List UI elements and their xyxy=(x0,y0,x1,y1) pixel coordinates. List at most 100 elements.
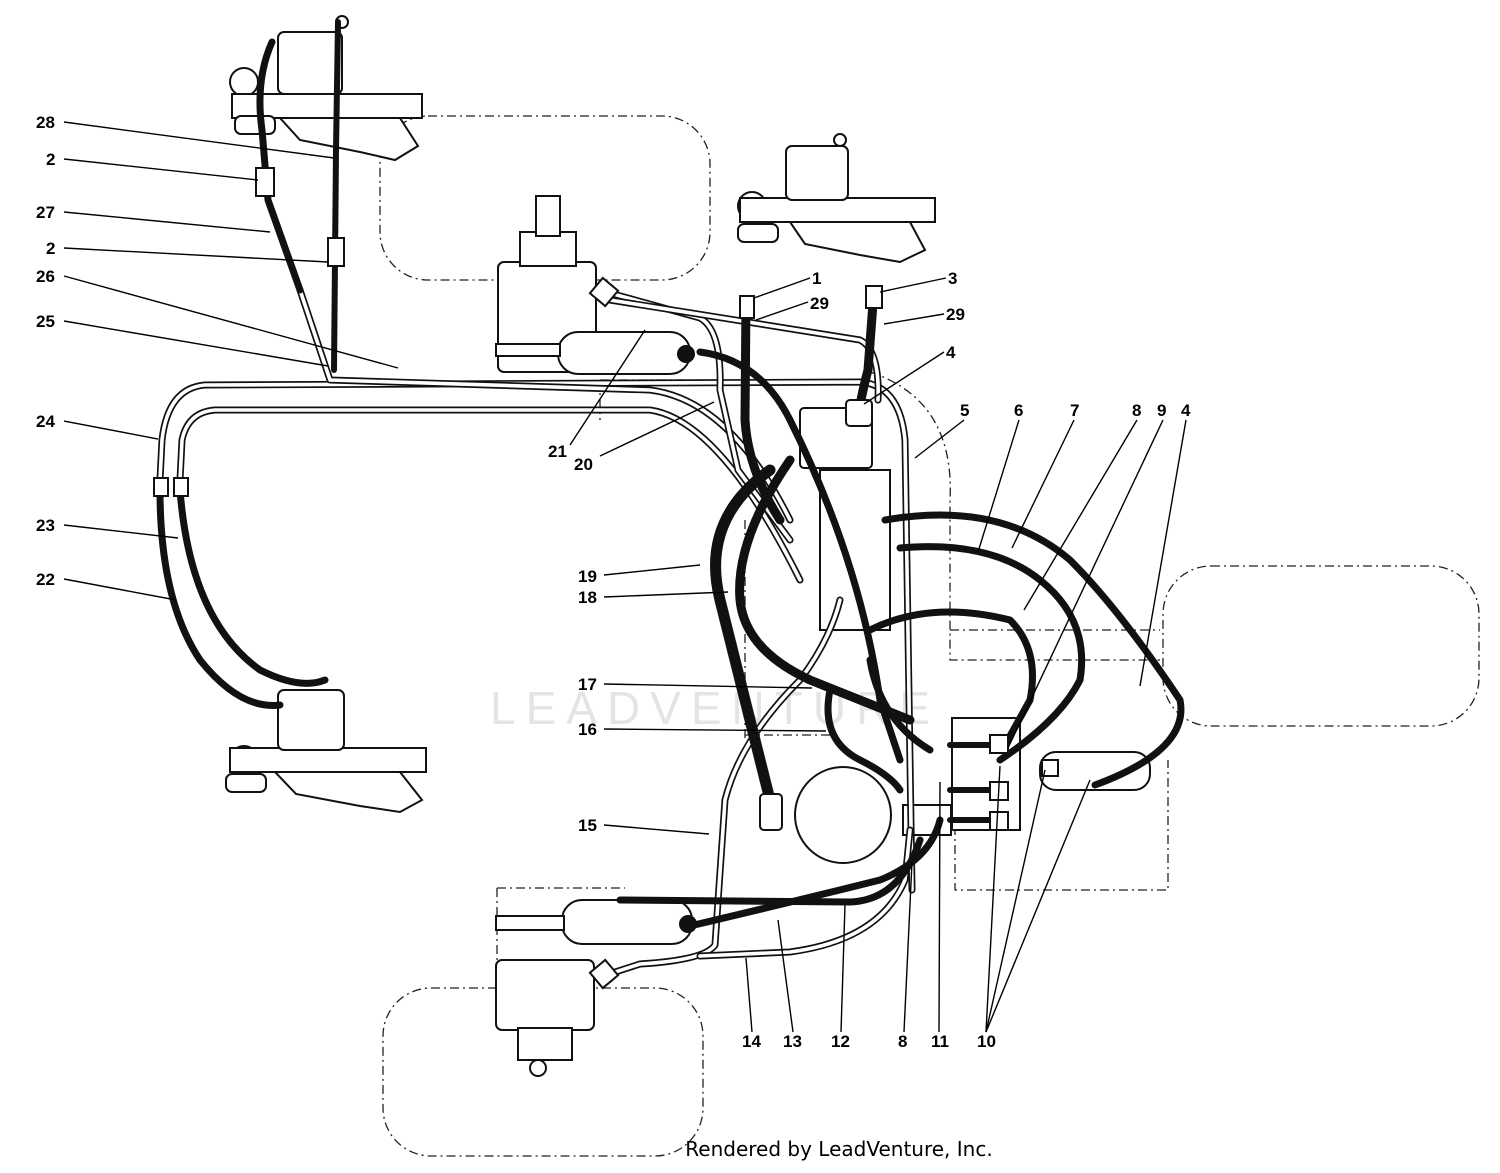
hose-21 xyxy=(696,348,904,764)
callout-12: 12 xyxy=(831,1032,850,1051)
lift-cylinder xyxy=(1039,751,1151,791)
callout-20: 20 xyxy=(574,455,593,474)
leader-lines xyxy=(63,121,1187,1033)
callout-8: 8 xyxy=(898,1032,907,1051)
fitting-24a xyxy=(153,477,169,497)
gear-sprocket xyxy=(229,67,259,97)
coupler-2-lower xyxy=(327,237,345,267)
hose-23 xyxy=(176,486,329,687)
phantom-wheel-right xyxy=(1162,565,1480,727)
hose-22 xyxy=(156,486,284,709)
metal-tubes xyxy=(156,286,916,979)
motor-foot xyxy=(225,773,267,793)
callout-5: 5 xyxy=(960,401,969,420)
callout-4: 4 xyxy=(946,343,956,362)
callout-6: 6 xyxy=(1014,401,1023,420)
motor-body xyxy=(277,689,345,751)
callout-14: 14 xyxy=(742,1032,761,1051)
callout-26: 26 xyxy=(36,267,55,286)
steering-column-base xyxy=(519,231,577,267)
callout-18: 18 xyxy=(578,588,597,607)
hydraulic-cylinder-top xyxy=(557,331,691,375)
callout-13: 13 xyxy=(783,1032,802,1051)
callout-24: 24 xyxy=(36,412,55,431)
hose-end-19 xyxy=(759,793,783,831)
callout-16: 16 xyxy=(578,720,597,739)
hose-7 xyxy=(881,511,1185,789)
fitting-10a xyxy=(989,734,1009,754)
motor-mount-plate xyxy=(739,197,936,223)
callout-3: 3 xyxy=(948,269,957,288)
hose-27 xyxy=(256,38,304,294)
callout-27: 27 xyxy=(36,203,55,222)
steering-shaft xyxy=(535,195,561,237)
cylinder-port xyxy=(677,345,695,363)
cylinder-rod xyxy=(495,343,561,357)
steering-nut xyxy=(529,1059,547,1077)
tube-24 xyxy=(176,406,804,584)
motor-housing xyxy=(277,117,420,162)
callout-29: 29 xyxy=(946,305,965,324)
fitting-1 xyxy=(739,295,755,319)
steering-unit-top xyxy=(495,195,695,375)
callout-2: 2 xyxy=(46,239,55,258)
motor-housing xyxy=(788,221,927,264)
hose-11 xyxy=(947,787,998,823)
phantom-bottom-bracket xyxy=(496,887,625,1000)
hose-18 xyxy=(735,455,915,725)
fitting-10d xyxy=(1041,759,1059,777)
callout-10: 10 xyxy=(977,1032,996,1051)
motor-foot xyxy=(737,223,779,243)
credit-caption: Rendered by LeadVenture, Inc. xyxy=(685,1137,993,1161)
callout-labels: 28 2 27 2 26 25 24 23 22 21 20 19 18 17 … xyxy=(36,113,1191,1051)
callout-2: 2 xyxy=(46,150,55,169)
hose-28 xyxy=(331,19,341,373)
fitting-10c xyxy=(989,811,1009,831)
steering-valve-body xyxy=(495,959,595,1031)
callout-9: 9 xyxy=(1157,401,1166,420)
phantom-frame-right xyxy=(869,371,1160,661)
wheel-motor-bottom-left xyxy=(225,689,427,814)
callout-25: 25 xyxy=(36,312,55,331)
hose-16 xyxy=(824,686,904,794)
callout-11: 11 xyxy=(931,1032,949,1051)
callout-15: 15 xyxy=(578,816,597,835)
hydraulic-cylinder-bottom xyxy=(561,899,693,945)
callout-19: 19 xyxy=(578,567,597,586)
callout-1: 1 xyxy=(812,269,821,288)
motor-housing xyxy=(272,771,424,814)
callout-4: 4 xyxy=(1181,401,1191,420)
hose-13 xyxy=(686,816,944,930)
motor-mount-plate xyxy=(229,747,427,773)
callout-8: 8 xyxy=(1132,401,1141,420)
hose-12 xyxy=(616,836,924,906)
control-valve-stack xyxy=(819,469,891,631)
elbow-fitting-bottom xyxy=(588,958,620,990)
hose-8-upper xyxy=(866,608,1036,749)
callout-28: 28 xyxy=(36,113,55,132)
callout-22: 22 xyxy=(36,570,55,589)
central-hydraulic-unit xyxy=(794,407,1151,864)
callout-7: 7 xyxy=(1070,401,1079,420)
fittings xyxy=(153,167,1059,990)
phantom-wheel-bottom xyxy=(382,987,704,1157)
fitting-cap xyxy=(833,133,847,147)
watermark-text: LEADVENTURE xyxy=(490,682,940,734)
wheel-motor-top-right xyxy=(737,133,936,264)
callout-17: 17 xyxy=(578,675,597,694)
motor-foot xyxy=(234,115,276,135)
hose-5 xyxy=(866,656,934,754)
fitting-24b xyxy=(173,477,189,497)
callout-21: 21 xyxy=(548,442,567,461)
coupler-2-upper xyxy=(255,167,275,197)
hose-19 xyxy=(710,464,776,806)
motor-body xyxy=(785,145,849,201)
steering-column-base xyxy=(517,1027,573,1061)
hose-1 xyxy=(740,295,785,525)
callout-29: 29 xyxy=(810,294,829,313)
motor-body xyxy=(277,31,343,95)
elbow-fitting-4 xyxy=(845,399,873,427)
elbow-fitting-top xyxy=(588,276,620,308)
fitting-3 xyxy=(865,285,883,309)
